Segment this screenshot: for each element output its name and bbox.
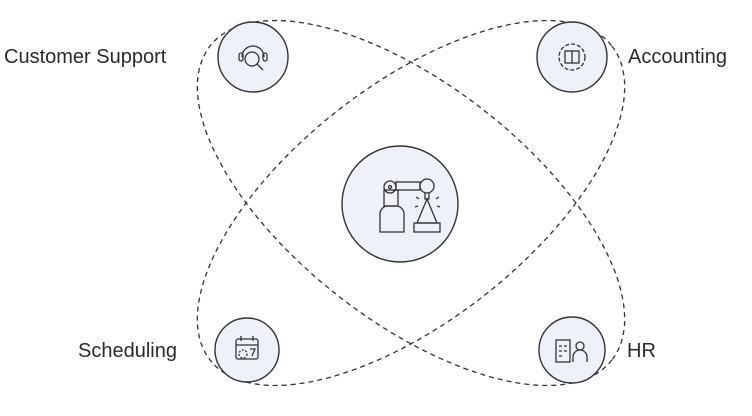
gear-ledger-icon [558, 43, 586, 71]
robot-arm-icon [379, 178, 441, 233]
scheduling-node [214, 317, 280, 383]
calendar-gear-icon [235, 336, 259, 360]
accounting-label: Accounting [628, 46, 727, 68]
headset-search-icon [238, 45, 268, 71]
orbit-1 [196, 19, 626, 387]
center-node [341, 145, 459, 263]
orbit-2 [196, 19, 626, 387]
hr-label: HR [627, 340, 656, 362]
building-person-icon [555, 339, 588, 363]
customer-support-node [217, 21, 289, 93]
scheduling-label: Scheduling [78, 340, 177, 362]
hr-node [538, 316, 606, 384]
customer-support-label: Customer Support [4, 46, 167, 68]
